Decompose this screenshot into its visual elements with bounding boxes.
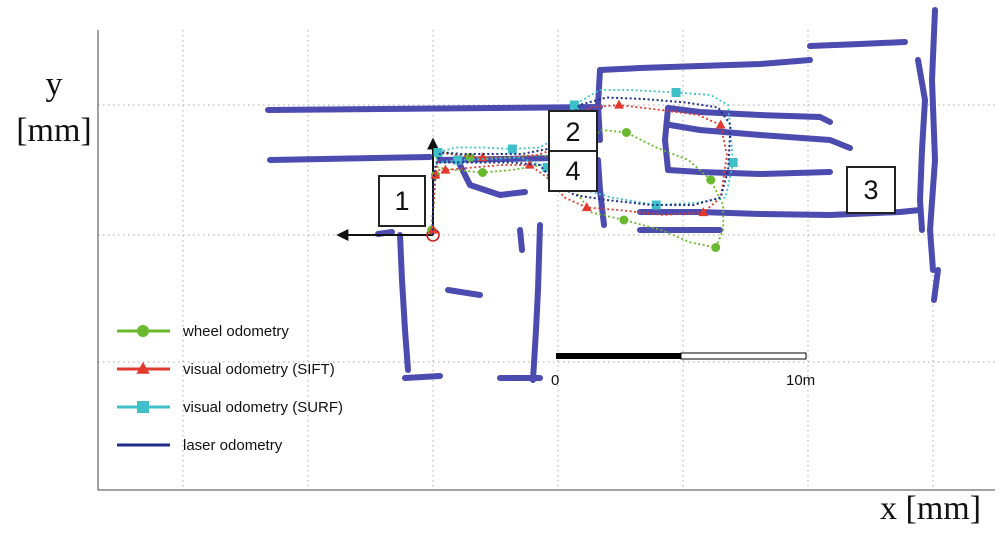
series-line [432, 104, 728, 235]
legend-item-sift: visual odometry (SIFT) [115, 350, 343, 388]
data-point [465, 153, 475, 162]
legend-label: visual odometry (SIFT) [183, 360, 335, 378]
data-point [715, 119, 726, 129]
series-laser-odometry [432, 96, 732, 235]
data-point [728, 158, 738, 167]
map-wall-segment [915, 57, 928, 233]
map-wall-segment [927, 7, 938, 273]
y-axis-label-line1: y [45, 66, 63, 103]
data-point [651, 200, 661, 210]
map-wall-segment [402, 373, 443, 381]
map-wall-segment [397, 232, 411, 373]
x-axis-label: x [mm] [880, 490, 982, 527]
map-wall-segment [265, 104, 603, 113]
data-point [440, 164, 451, 174]
data-point [614, 99, 624, 109]
data-point [711, 243, 721, 252]
data-point [136, 361, 150, 374]
map-wall-segment [807, 39, 908, 49]
data-point [137, 325, 149, 337]
scale-bar-filled [556, 353, 681, 359]
path-marker-1: 1 [378, 175, 426, 227]
map-wall-segment [530, 222, 543, 383]
data-point [619, 215, 629, 225]
legend-label: laser odometry [183, 436, 283, 454]
data-point [621, 128, 631, 137]
map-wall-segment [667, 122, 853, 151]
map-wall-segment [637, 207, 923, 218]
legend-item-wheel: wheel odometry [115, 312, 343, 350]
map-wall-segment [267, 154, 433, 163]
map-wall-segment [517, 227, 525, 253]
map-wall-segment [665, 105, 833, 125]
map-wall-segment [595, 157, 607, 228]
data-point [569, 100, 579, 110]
series-line [435, 89, 735, 206]
legend-swatches [117, 325, 170, 447]
map-wall-segment [595, 67, 603, 143]
scale-bar-start-label: 0 [551, 372, 560, 389]
scale-bar [556, 352, 807, 360]
laser-map-walls [265, 7, 941, 383]
map-wall-segment [457, 162, 528, 198]
map-wall-segment [375, 229, 395, 237]
path-marker-3: 3 [846, 166, 896, 214]
legend-item-surf: visual odometry (SURF) [115, 388, 343, 426]
data-point [507, 144, 517, 154]
data-point [477, 152, 488, 162]
data-point [433, 148, 443, 157]
data-point [581, 202, 592, 212]
scale-bar-end-label: 10m [786, 372, 816, 389]
map-wall-segment [665, 167, 833, 177]
legend-item-laser: laser odometry [115, 426, 343, 464]
path-marker-4: 4 [548, 150, 598, 192]
scale-bar-empty [680, 352, 807, 360]
y-axis-label: y [mm] [8, 62, 100, 154]
data-point [698, 207, 709, 217]
map-wall-segment [662, 105, 671, 173]
map-wall-segment [597, 57, 813, 73]
data-point [542, 163, 552, 172]
data-point [671, 88, 681, 97]
path-marker-2: 2 [548, 110, 598, 154]
map-wall-segment [931, 267, 941, 303]
y-axis-label-line2: [mm] [16, 112, 92, 149]
legend: wheel odometry visual odometry (SIFT) vi… [115, 312, 343, 464]
legend-label: visual odometry (SURF) [183, 398, 344, 416]
series-line [432, 96, 732, 235]
data-point [453, 155, 463, 165]
map-wall-segment [445, 287, 483, 298]
data-point [478, 168, 488, 177]
data-point [137, 401, 149, 413]
data-point [706, 175, 716, 185]
legend-label: wheel odometry [183, 322, 289, 340]
series-visual-odometry-surf- [433, 88, 738, 210]
